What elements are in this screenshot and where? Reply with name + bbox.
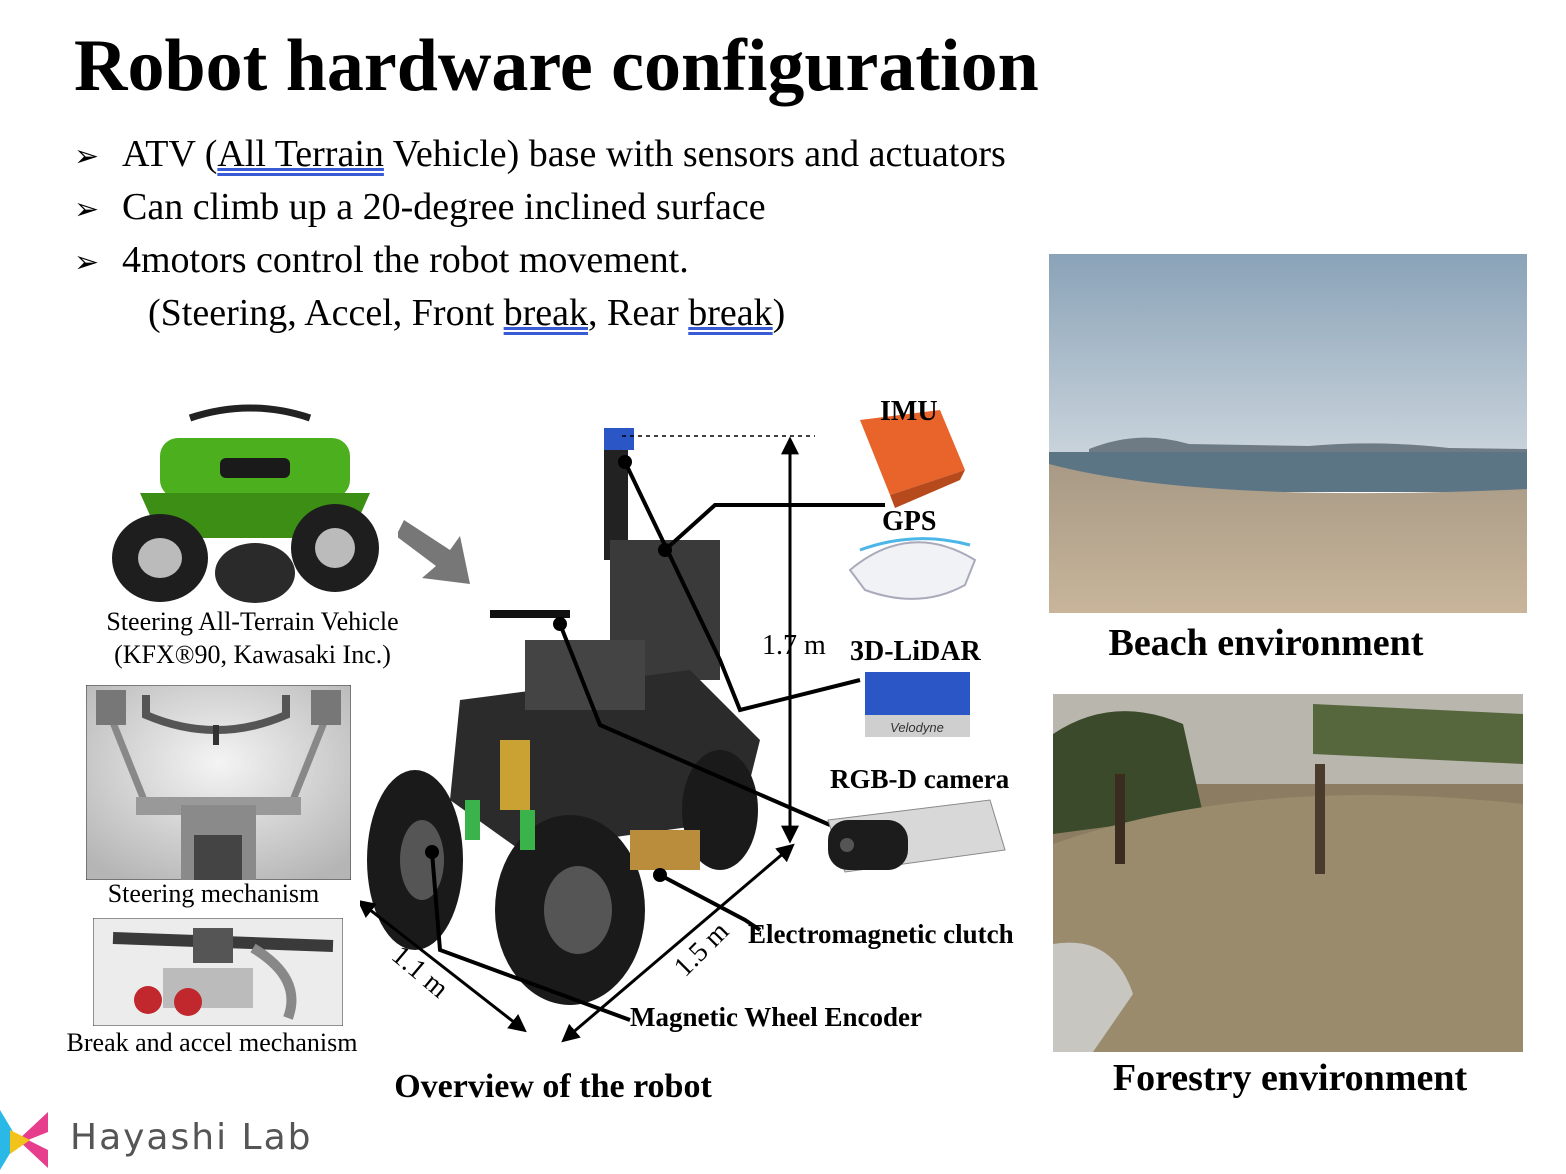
break-accel-caption: Break and accel mechanism — [66, 1028, 358, 1057]
rgbd-camera-icon — [827, 799, 1006, 873]
imu-icon — [860, 410, 965, 508]
lidar-brand-label: Velodyne — [890, 720, 944, 735]
lab-name: Hayashi Lab — [70, 1117, 313, 1158]
bullet-3: ➢4motors control the robot movement. — [74, 239, 689, 281]
height-label: 1.7 m — [762, 630, 826, 661]
clutch-label: Electromagnetic clutch — [748, 919, 1014, 949]
bullet-3-detail: (Steering, Accel, Front break, Rear brea… — [148, 292, 786, 334]
bullet-arrow-icon: ➢ — [74, 245, 100, 280]
robot-body — [367, 428, 760, 1005]
robot-overview-caption: Overview of the robot — [394, 1068, 712, 1105]
gps-label: GPS — [882, 506, 936, 537]
gps-icon — [848, 537, 977, 600]
imu-label: IMU — [880, 396, 938, 427]
lab-logo-icon — [0, 1110, 48, 1170]
bullet-2: ➢Can climb up a 20-degree inclined surfa… — [74, 186, 766, 228]
robot-overview-diagram: Velodyne IMU GPS 1.7 m 3D-LiDAR RGB-D ca… — [360, 396, 1014, 1043]
rgbd-label: RGB-D camera — [830, 764, 1010, 794]
encoder-label: Magnetic Wheel Encoder — [630, 1002, 922, 1032]
forestry-caption: Forestry environment — [1112, 1057, 1468, 1099]
bullet-1: ➢ATV (All Terrain Vehicle) base with sen… — [74, 133, 1006, 175]
lidar-label: 3D-LiDAR — [850, 636, 981, 667]
arrow-icon — [398, 520, 470, 584]
beach-caption: Beach environment — [1108, 622, 1424, 664]
beach-photo — [1049, 254, 1527, 613]
slide-title: Robot hardware configuration — [74, 25, 1039, 107]
forestry-photo — [1053, 694, 1523, 1052]
atv-caption: Steering All-Terrain Vehicle (KFX®90, Ka… — [106, 607, 399, 669]
bullet-arrow-icon: ➢ — [74, 139, 100, 174]
steering-mechanism-image — [86, 685, 351, 880]
steering-caption: Steering mechanism — [107, 879, 320, 908]
lidar-icon: Velodyne — [865, 672, 970, 737]
atv-image — [112, 404, 379, 603]
break-accel-mechanism-image — [93, 918, 343, 1026]
length-label: 1.5 m — [668, 916, 735, 983]
bullet-arrow-icon: ➢ — [74, 192, 100, 227]
